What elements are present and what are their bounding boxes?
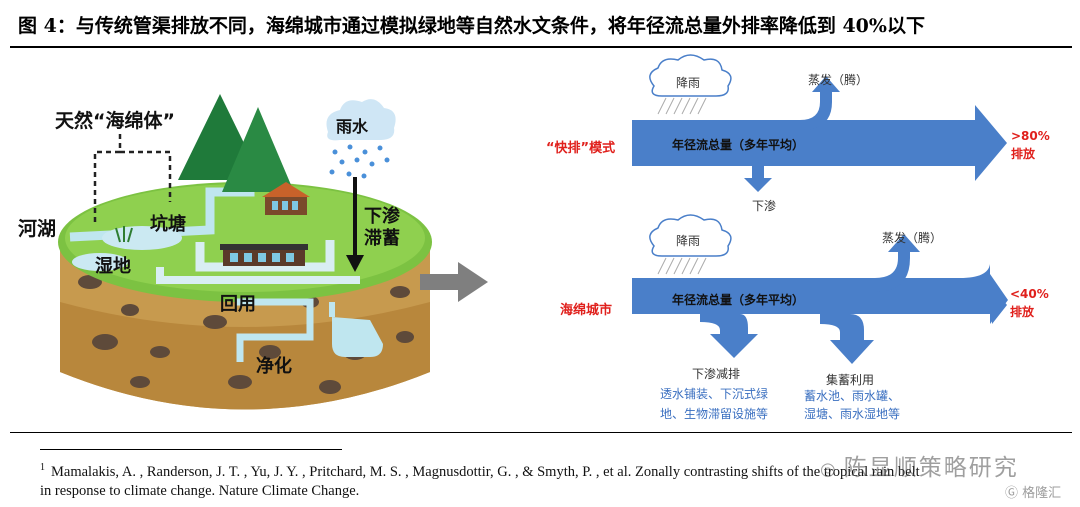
- bottom-evaporation-label: 蒸发（腾）: [882, 230, 942, 245]
- reuse-pipe: [235, 298, 314, 362]
- raindrops-icon: [329, 144, 390, 179]
- sponge-city-flow: [632, 214, 1008, 364]
- top-rate-label: >80%: [1011, 129, 1050, 143]
- sponge-illustration: 天然“海绵体” 河湖 坑塘 湿地 雨水 下渗 滞蓄 回用 净化: [10, 52, 520, 430]
- wetland-reeds: [115, 226, 133, 243]
- label-wetland: 湿地: [95, 255, 131, 277]
- footnote: 1 Mamalakis, A. , Randerson, J. T. , Yu, …: [40, 458, 1040, 501]
- label-infiltration-1: 下渗: [364, 205, 401, 227]
- bottom-storage-arrow: [820, 314, 874, 364]
- label-pond: 坑塘: [150, 213, 186, 235]
- storage-tank: [332, 317, 383, 357]
- bottom-rain-label: 降雨: [676, 234, 700, 248]
- bottom-runoff-label: 年径流总量（多年平均）: [672, 292, 804, 307]
- top-infiltration-arrow: [744, 166, 772, 192]
- bottom-rate-label: <40%: [1010, 287, 1049, 301]
- bottom-infiltration-arrow: [700, 314, 758, 358]
- wechat-icon: ◎: [820, 459, 838, 480]
- figure-title: 图 4：与传统管渠排放不同，海绵城市通过模拟绿地等自然水文条件，将年径流总量外排…: [18, 15, 925, 37]
- bottom-rain-lines: [657, 257, 707, 275]
- label-reuse: 回用: [220, 294, 256, 315]
- top-main-arrow: [632, 105, 1007, 181]
- footnote-line-1: Mamalakis, A. , Randerson, J. T. , Yu, J…: [51, 464, 920, 480]
- label-sponge: 天然“海绵体”: [55, 109, 175, 132]
- bottom-rain-cloud-icon: [649, 214, 732, 257]
- fast-drainage-flow: [632, 54, 1007, 192]
- bottom-infiltration-detail-1: 透水铺装、下沉式绿: [660, 386, 768, 401]
- bottom-mode-label: 海绵城市: [560, 302, 612, 318]
- top-runoff-label: 年径流总量（多年平均）: [672, 137, 804, 152]
- watermark-logo: Ⓖ 格隆汇: [1005, 486, 1062, 501]
- gelonghui-icon: Ⓖ: [1005, 486, 1019, 501]
- footnote-line-2: in response to climate change. Nature Cl…: [40, 483, 360, 499]
- bottom-discharge-label: 排放: [1010, 304, 1035, 319]
- footnote-marker: 1: [40, 462, 45, 473]
- label-lake: 河湖: [18, 218, 56, 240]
- top-rain-lines: [657, 97, 707, 115]
- label-rain: 雨水: [336, 117, 369, 136]
- bottom-infiltration-detail-2: 地、生物滞留设施等: [660, 407, 768, 421]
- top-infiltration-label: 下渗: [752, 198, 776, 213]
- top-evaporation-arrow: [800, 76, 840, 130]
- title-rule: [10, 46, 1072, 48]
- footnote-rule: [40, 449, 342, 450]
- bottom-infiltration-label: 下渗减排: [692, 366, 740, 381]
- top-rain-cloud-icon: [649, 54, 732, 97]
- top-mode-label: “快排”模式: [546, 140, 615, 156]
- top-rain-label: 降雨: [676, 76, 700, 90]
- bottom-storage-detail-2: 湿塘、雨水湿地等: [804, 406, 900, 421]
- top-discharge-label: 排放: [1011, 146, 1036, 161]
- watermark-text: ◎陈显顺策略研究: [820, 455, 1019, 481]
- rain-cloud-icon: [326, 99, 396, 141]
- tree-right: [222, 107, 294, 192]
- sponge-dashed-outline: [93, 132, 172, 222]
- figure-bottom-rule: [10, 432, 1072, 433]
- bottom-evaporation-arrow: [875, 234, 920, 292]
- label-infiltration-2: 滞蓄: [364, 228, 400, 249]
- runoff-diagram: 降雨 蒸发（腾） “快排”模式 年径流总量（多年平均） 下渗 >80% 排放 降…: [520, 52, 1072, 430]
- bottom-storage-detail-1: 蓄水池、雨水罐、: [804, 389, 900, 403]
- top-evaporation-label: 蒸发（腾）: [808, 72, 868, 87]
- pond: [102, 226, 182, 250]
- transition-arrow-icon: [420, 262, 488, 302]
- label-purify: 净化: [256, 355, 292, 377]
- bottom-storage-label: 集蓄利用: [826, 372, 874, 387]
